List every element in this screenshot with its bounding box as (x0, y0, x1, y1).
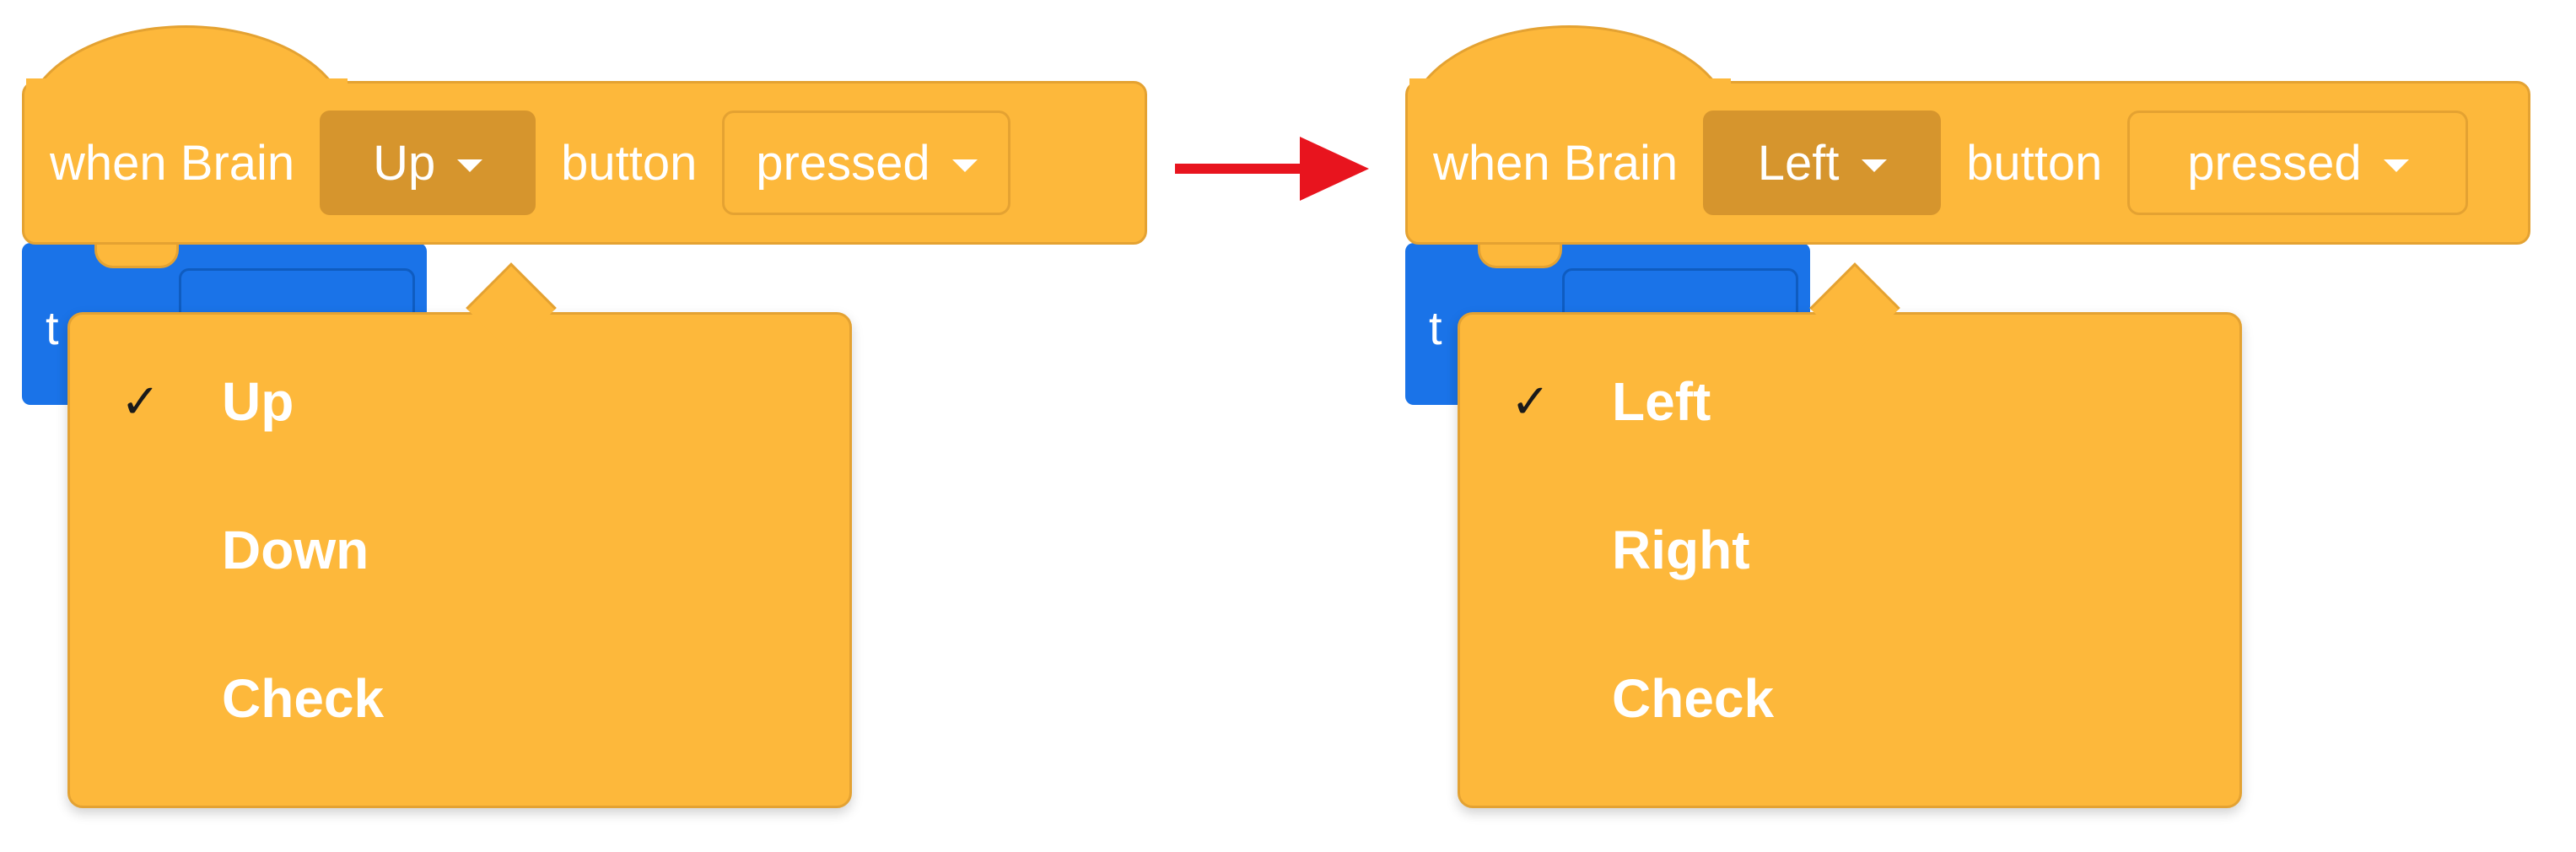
block-notch (94, 243, 179, 268)
turn-block-label: t (46, 301, 59, 354)
state-dropdown-value: pressed (2187, 135, 2362, 191)
menu-item-left[interactable]: ✓ Left (1460, 327, 2239, 476)
menu-item-check[interactable]: Check (70, 624, 849, 773)
button-dropdown-value: Up (373, 135, 436, 191)
menu-item-label: Left (1612, 371, 1711, 432)
chevron-down-icon (951, 159, 978, 172)
menu-item-up[interactable]: ✓ Up (70, 327, 849, 476)
before-panel: t when Brain Up button pressed ✓ Up Down (0, 0, 1181, 852)
button-label: button (1966, 135, 2103, 191)
button-dropdown[interactable]: Left (1703, 111, 1942, 215)
state-dropdown-value: pressed (756, 135, 930, 191)
chevron-down-icon (2383, 159, 2409, 172)
when-brain-label: when Brain (50, 135, 295, 191)
menu-item-label: Up (222, 371, 294, 432)
check-icon: ✓ (1511, 374, 1550, 429)
check-icon: ✓ (121, 374, 160, 429)
menu-item-label: Right (1612, 520, 1750, 580)
block-notch (1478, 243, 1562, 268)
when-brain-label: when Brain (1433, 135, 1679, 191)
button-dropdown-value: Left (1757, 135, 1840, 191)
turn-block-label: t (1429, 301, 1442, 354)
button-dropdown[interactable]: Up (320, 111, 536, 215)
menu-item-label: Down (222, 520, 369, 580)
button-options-menu: ✓ Left Right Check (1458, 262, 2242, 808)
when-brain-button-block[interactable]: when Brain Up button pressed (22, 78, 1147, 245)
arrow-right-icon (1175, 137, 1369, 201)
chevron-down-icon (1861, 159, 1887, 172)
menu-item-label: Check (1612, 668, 1775, 729)
button-options-menu: ✓ Up Down Check (67, 262, 852, 808)
after-panel: t when Brain Left button pressed ✓ Left … (1383, 0, 2564, 852)
state-dropdown[interactable]: pressed (2127, 111, 2469, 215)
button-label: button (561, 135, 698, 191)
when-brain-button-block[interactable]: when Brain Left button pressed (1405, 78, 2530, 245)
chevron-down-icon (457, 159, 483, 172)
menu-item-down[interactable]: Down (70, 476, 849, 624)
menu-item-label: Check (222, 668, 385, 729)
menu-item-check[interactable]: Check (1460, 624, 2239, 773)
transition-arrow (1175, 137, 1369, 201)
menu-item-right[interactable]: Right (1460, 476, 2239, 624)
state-dropdown[interactable]: pressed (722, 111, 1011, 215)
